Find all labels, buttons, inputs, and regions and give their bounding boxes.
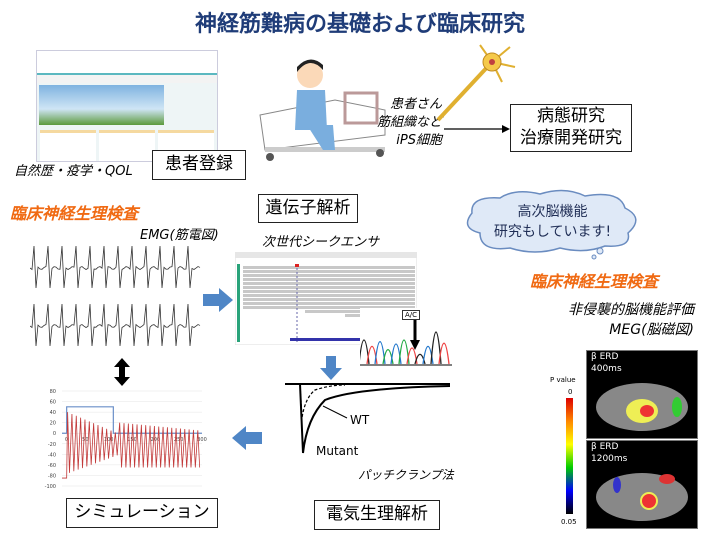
meg-brain-panel-400ms: β ERD 400ms: [586, 350, 698, 439]
clinical-neurophysiology-heading-right: 臨床神経生理検査: [530, 272, 659, 291]
y-tick-label: -60: [48, 463, 56, 469]
meg-description: 非侵襲的脳機能評価 MEG(脳磁図): [518, 300, 694, 340]
chromatogram-peak: [430, 331, 442, 365]
membrane-potential-trace: [62, 412, 201, 479]
x-tick-label: 250: [174, 437, 184, 443]
x-tick-label: 50: [82, 437, 88, 443]
p-value-colorbar: [566, 398, 573, 514]
thought-cloud: [466, 189, 637, 260]
y-tick-label: -100: [45, 484, 56, 490]
x-tick-label: 300: [197, 437, 207, 443]
sanger-chromatogram: [360, 308, 452, 366]
chromatogram-peak: [414, 353, 426, 365]
therapy-development-label: 治療開発研究: [520, 128, 622, 148]
panel-time: 1200ms: [591, 454, 628, 464]
meg-line-2: MEG(脳磁図): [609, 322, 694, 338]
clinical-neurophysiology-heading: 臨床神経生理検査: [10, 204, 139, 223]
arrow-left-icon: [232, 426, 262, 450]
emg-traces: [30, 245, 201, 347]
double-arrow-icon: [114, 358, 130, 386]
brain-map: [596, 383, 688, 431]
meg-brain-panel-1200ms: β ERD 1200ms: [586, 440, 698, 529]
chromatogram-variant-tag: A/C: [402, 310, 421, 320]
sample-types: 患者さん 筋組織など iPS細胞: [355, 96, 442, 150]
cloud-text: 高次脳機能 研究もしています!: [470, 202, 635, 242]
emg-trace-2: [30, 303, 201, 347]
pathology-research-label: 病態研究: [537, 106, 605, 126]
panel-label: β ERD: [591, 352, 619, 362]
cloud-line-1: 高次脳機能: [517, 204, 588, 220]
research-box: 病態研究 治療開発研究: [510, 104, 632, 152]
gene-analysis-box: 遺伝子解析: [258, 194, 358, 223]
x-tick-label: 100: [104, 437, 114, 443]
panel-label: β ERD: [591, 442, 619, 452]
patch-clamp-traces: [285, 383, 451, 454]
colorbar-min: 0.05: [561, 518, 577, 526]
ngs-label: 次世代シークエンサ: [262, 235, 380, 250]
y-tick-label: -80: [48, 473, 56, 479]
registry-website-screenshot: [36, 50, 218, 162]
electrophysiology-box: 電気生理解析: [314, 500, 440, 530]
patch-clamp-label: パッチクランプ法: [358, 468, 454, 482]
patient-bed-illustration: [259, 59, 386, 161]
page-title: 神経筋難病の基礎および臨床研究: [194, 12, 525, 37]
chromatogram-peak: [438, 342, 450, 365]
colorbar-max: 0: [568, 388, 573, 396]
arrow-right-icon: [203, 288, 233, 312]
arrow-to-research: [444, 125, 510, 133]
y-tick-label: -20: [48, 442, 56, 448]
meg-line-1: 非侵襲的脳機能評価: [568, 302, 694, 318]
cloud-line-2: 研究もしています!: [493, 224, 612, 240]
y-tick-label: -40: [48, 452, 56, 458]
wt-label: WT: [350, 413, 370, 427]
arrow-down-icon: [320, 356, 342, 380]
colorbar-title: P value: [550, 376, 576, 384]
neuron-illustration: [436, 44, 516, 122]
chromatogram-peak: [422, 345, 434, 365]
sample-patient: 患者さん: [389, 97, 442, 112]
y-tick-label: 0: [53, 431, 56, 437]
mutant-label: Mutant: [316, 444, 359, 458]
y-tick-label: 60: [50, 400, 56, 406]
emg-trace-1: [30, 245, 201, 289]
sample-ips: iPS細胞: [396, 133, 442, 148]
simulation-box: シミュレーション: [66, 498, 218, 528]
x-tick-label: 0: [65, 437, 68, 443]
y-tick-label: 80: [50, 389, 56, 395]
emg-label: EMG(筋電図): [140, 228, 219, 243]
sample-tissue: 筋組織など: [376, 115, 442, 130]
panel-time: 400ms: [591, 364, 622, 374]
registry-caption: 自然歴・疫学・QOL: [14, 164, 133, 179]
y-tick-label: 40: [50, 410, 56, 416]
patient-registry-box: 患者登録: [152, 150, 246, 180]
brain-map: [596, 473, 688, 521]
y-tick-label: 20: [50, 421, 56, 427]
